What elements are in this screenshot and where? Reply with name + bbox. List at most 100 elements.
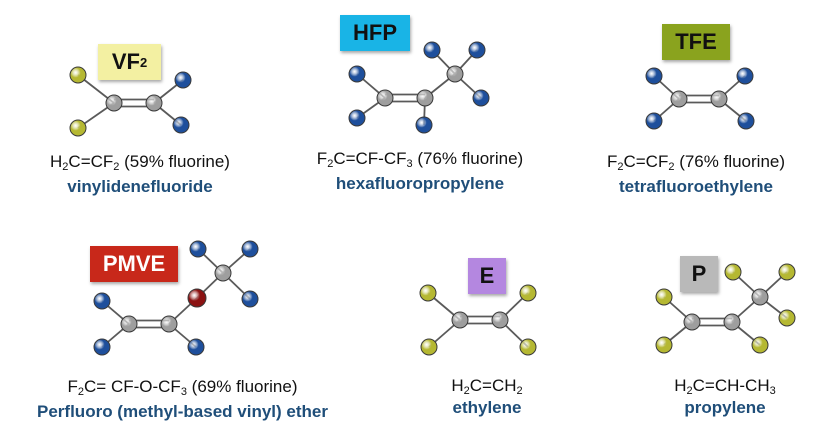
pmve-badge-main: PMVE [102,251,166,276]
tfe-name: tetrafluoroethylene [619,177,773,196]
vf2-badge-main: VF [111,49,140,74]
hfp-formula: F2C=CF-CF3 (76% fluorine) [285,149,555,170]
e-formula-part: H [451,376,464,395]
tfe-carbon-atom [670,90,688,108]
p-carbon-atom [751,288,769,306]
vf2-formula-sub: 2 [62,161,69,173]
p-carbon-atom [683,313,701,331]
vf2-formula-sub: 2 [113,161,120,173]
tfe-carbon-atom [710,90,728,108]
p-formula-sub: 2 [686,385,693,397]
e-formula-part: C=CH [469,376,517,395]
vf2-badge-sub: 2 [139,54,148,70]
hfp-formula-part: (76% fluorine) [412,149,524,168]
pmve-fluorine-atom [241,290,259,308]
tfe-formula-part: F [606,152,618,171]
pmve-oxygen-atom [187,288,207,308]
hfp-fluorine-atom [472,89,490,107]
hfp-molecule [348,41,490,134]
e-hydrogen-atom [419,284,437,302]
tfe-badge: TFE [662,24,730,60]
p-formula-part: H [674,376,687,395]
pmve-formula-part: F [67,377,78,396]
pmve-fluorine-atom [189,240,207,258]
hfp-formula-part: F [316,149,328,168]
p-hydrogen-atom [655,288,673,306]
vf2-name: vinylidenefluoride [67,177,213,196]
hfp-name: hexafluoropropylene [335,174,505,193]
p-hydrogen-atom [655,336,673,354]
hfp-badge-main: HFP [353,20,397,45]
pmve-carbon-atom [214,264,232,282]
hfp-carbon-atom [376,89,394,107]
vf2-hydrogen-atom [69,66,87,84]
pmve-formula-sub: 2 [77,386,85,398]
e-carbon-atom [451,311,469,329]
p-formula-part: C=CH-CH [692,376,770,395]
p-hydrogen-atom [778,263,796,281]
pmve-molecule [93,240,259,356]
hfp-formula-sub: 2 [327,158,334,170]
tfe-fluorine-atom [645,112,663,130]
hfp-fluorine-atom [468,41,486,59]
pmve-carbon-atom [120,315,138,333]
p-badge-main: P [691,261,707,286]
p-molecule [655,263,796,354]
vf2-formula-part: H [50,152,63,171]
tfe-formula-sub: 2 [668,161,675,173]
vf2-formula-part: (59% fluorine) [119,152,230,171]
pmve-fluorine-atom [93,292,111,310]
tfe-formula: F2C=CF2 (76% fluorine) [570,152,822,173]
hfp-formula-part: C=CF-CF [333,149,407,168]
e-formula: H2C=CH2 [412,376,562,397]
vf2-formula-part: C=CF [68,152,114,171]
tfe-formula-part: C=CF [623,152,669,171]
e-name: ethylene [452,398,522,417]
e-badge: E [468,258,506,294]
tfe-badge-main: TFE [675,29,717,54]
pmve-formula: F2C= CF-O-CF3 (69% fluorine) [0,377,365,398]
e-hydrogen-atom [519,338,537,356]
pmve-name: Perfluoro (methyl-based vinyl) ether [37,402,328,421]
tfe-formula-part: (76% fluorine) [674,152,786,171]
tfe-formula-sub: 2 [617,161,624,173]
p-badge: P [680,256,718,292]
tfe-fluorine-atom [737,112,755,130]
pmve-formula-sub: 3 [180,386,187,398]
vf2-hydrogen-atom [69,119,87,137]
pmve-carbon-atom [160,315,178,333]
pmve-fluorine-atom [93,338,111,356]
pmve-badge: PMVE [90,246,178,282]
p-formula: H2C=CH-CH3 [640,376,810,397]
vf2-molecule [69,66,192,137]
vf2-carbon-atom [105,94,123,112]
p-hydrogen-atom [724,263,742,281]
tfe-molecule [645,67,755,130]
hfp-fluorine-atom [415,116,433,134]
e-formula-sub: 2 [463,385,470,397]
e-hydrogen-atom [519,284,537,302]
hfp-fluorine-atom [348,109,366,127]
vf2-formula: H2C=CF2 (59% fluorine) [5,152,275,173]
e-hydrogen-atom [420,338,438,356]
pmve-formula-part: (69% fluorine) [186,377,298,396]
hfp-formula-sub: 3 [406,158,413,170]
p-formula-sub: 3 [769,385,776,397]
hfp-carbon-atom [446,65,464,83]
p-carbon-atom [723,313,741,331]
e-carbon-atom [491,311,509,329]
pmve-fluorine-atom [187,338,205,356]
pmve-formula-part: C= CF-O-CF [84,377,181,396]
pmve-fluorine-atom [241,240,259,258]
hfp-fluorine-atom [423,41,441,59]
tfe-fluorine-atom [645,67,663,85]
p-hydrogen-atom [751,336,769,354]
tfe-fluorine-atom [736,67,754,85]
p-name: propylene [684,398,766,417]
hfp-carbon-atom [416,89,434,107]
vf2-fluorine-atom [172,116,190,134]
p-hydrogen-atom [778,309,796,327]
